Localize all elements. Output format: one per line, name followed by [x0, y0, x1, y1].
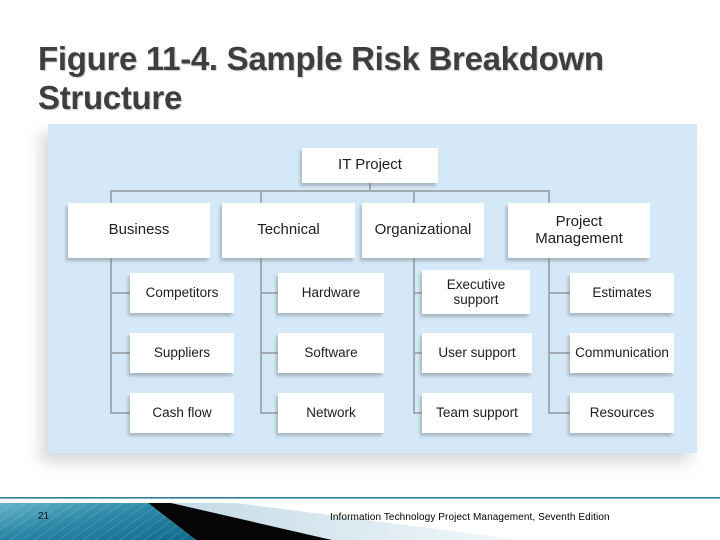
node-cash-flow: Cash flow [130, 393, 234, 433]
connector-spine-1 [110, 190, 112, 413]
connector-stub [413, 412, 422, 414]
node-executive-support: Executive support [422, 270, 530, 314]
node-technical: Technical [222, 203, 355, 258]
node-label: Team support [436, 405, 518, 421]
connector-spine-3 [413, 190, 415, 413]
node-user-support: User support [422, 333, 532, 373]
node-label: Software [304, 345, 358, 361]
node-team-support: Team support [422, 393, 532, 433]
ribbon-graphic [0, 497, 720, 540]
diagram-panel: IT Project Business Technical Organizati… [48, 124, 697, 453]
node-label: Technical [257, 221, 320, 239]
ribbon-teal-hatch [0, 503, 196, 540]
node-label: Network [306, 405, 356, 421]
node-label: Business [108, 221, 170, 239]
connector-stub [548, 292, 570, 294]
node-label: Hardware [301, 285, 361, 301]
node-label: Competitors [145, 285, 219, 301]
connector-stub [260, 292, 278, 294]
node-it-project: IT Project [302, 148, 438, 183]
node-project-management: Project Management [508, 203, 650, 258]
connector-stub [110, 292, 130, 294]
node-competitors: Competitors [130, 273, 234, 313]
node-business: Business [68, 203, 210, 258]
node-organizational: Organizational [362, 203, 484, 258]
footer-text: Information Technology Project Managemen… [330, 512, 610, 523]
node-communication: Communication [570, 333, 674, 373]
node-label: Communication [575, 345, 669, 361]
connector-stub [110, 352, 130, 354]
node-label: Executive support [446, 276, 506, 307]
ribbon-pale-swoosh [170, 503, 522, 540]
connector-stub [110, 412, 130, 414]
connector-stub [413, 292, 422, 294]
node-software: Software [278, 333, 384, 373]
node-label: IT Project [338, 156, 402, 174]
node-hardware: Hardware [278, 273, 384, 313]
node-label: User support [438, 345, 516, 361]
connector-stub [548, 352, 570, 354]
slide-page-number: 21 [38, 511, 50, 522]
connector-stub [413, 352, 422, 354]
connector-stub [260, 412, 278, 414]
connector-spine-2 [260, 190, 262, 413]
node-network: Network [278, 393, 384, 433]
node-label: Estimates [592, 285, 652, 301]
node-suppliers: Suppliers [130, 333, 234, 373]
connector-root-stub [369, 183, 371, 192]
ribbon-black-swoosh [148, 503, 332, 540]
slide-title: Figure 11-4. Sample Risk Breakdown Struc… [38, 40, 604, 116]
node-label: Resources [589, 405, 655, 421]
connector-spine-4 [548, 190, 550, 413]
connector-stub [548, 412, 570, 414]
node-label: Suppliers [153, 345, 211, 361]
ribbon-accent-line [0, 497, 720, 499]
node-label: Organizational [374, 221, 472, 239]
node-label: Project Management [535, 212, 623, 247]
node-label: Cash flow [152, 405, 212, 421]
connector-stub [260, 352, 278, 354]
node-resources: Resources [570, 393, 674, 433]
node-estimates: Estimates [570, 273, 674, 313]
connector-bus [110, 190, 550, 192]
